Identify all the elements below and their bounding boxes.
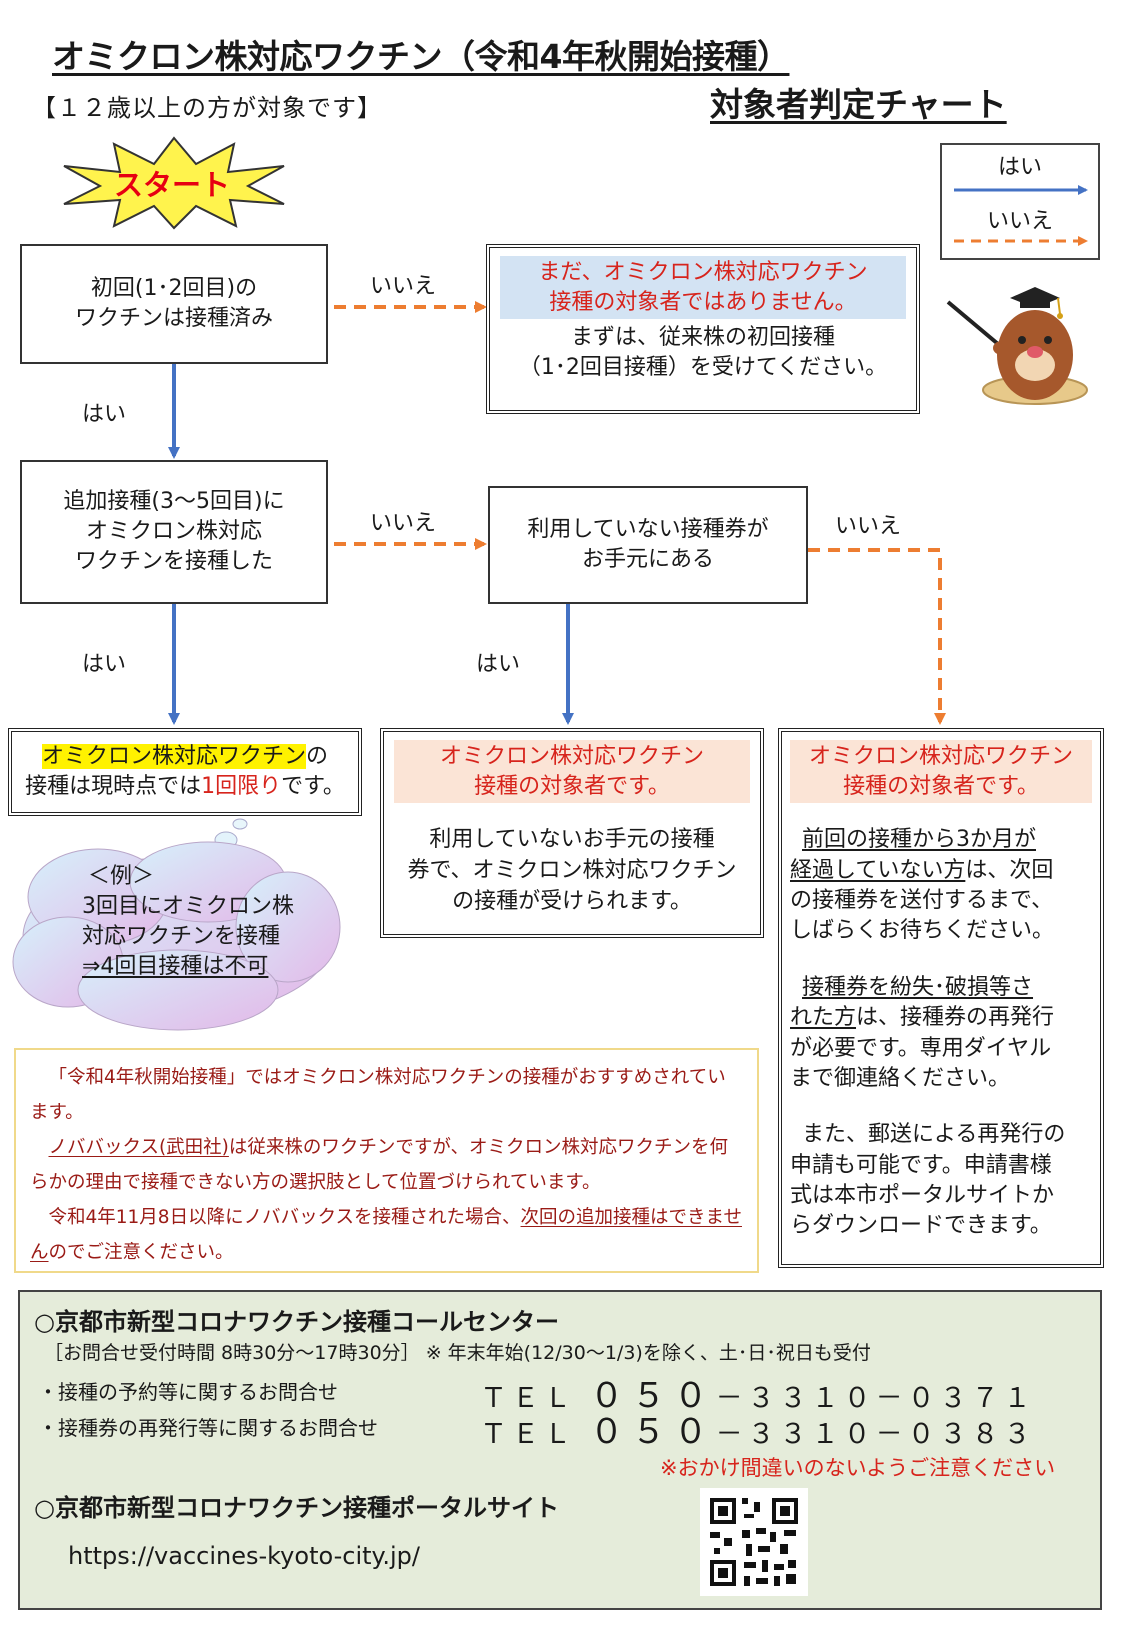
start-burst-icon	[63, 136, 285, 230]
example-text: ＜例＞ 3回目にオミクロン株 対応ワクチンを接種 ⇒4回目接種は不可	[82, 862, 294, 982]
tel1-area: ０５０	[589, 1376, 716, 1416]
q3-line1: 利用していない接種券が	[527, 517, 769, 543]
noticket-p1d: の接種券を送付するまで、	[790, 888, 1054, 914]
noticket-p1c: は、次回	[965, 857, 1054, 883]
example-line4: ⇒4回目接種は不可	[82, 954, 269, 979]
result-not-eligible: まだ、オミクロン株対応ワクチン 接種の対象者ではありません。 まずは、従来株の初…	[486, 244, 920, 414]
page-title: オミクロン株対応ワクチン（令和4年秋開始接種）	[52, 37, 790, 76]
notice-p2-text: は従来株のワクチンですが、オミクロン株対応ワクチンを何らかの理由で接種できない方…	[30, 1137, 729, 1193]
notice-p2-link: ノババックス(武田社)	[48, 1137, 229, 1158]
notice-p1: 「令和4年秋開始接種」ではオミクロン株対応ワクチンの接種がおすすめされています。	[30, 1067, 726, 1123]
noticket-p3a: また、郵送による再発行の	[802, 1122, 1066, 1148]
example-line2: 3回目にオミクロン株	[82, 894, 294, 919]
notice-p3: 令和4年11月8日以降にノババックスを接種された場合、次回の追加接種はできません…	[30, 1200, 743, 1270]
result-eligible-with-ticket: オミクロン株対応ワクチン 接種の対象者です。 利用していないお手元の接種 券で、…	[380, 728, 764, 938]
eligible-ticket-body3: の接種が受けられます。	[452, 888, 692, 914]
once-only-part5: です。	[281, 774, 345, 799]
contact-panel: ○京都市新型コロナワクチン接種コールセンター ［お問合せ受付時間 8時30分～1…	[18, 1290, 1102, 1610]
caution-text: ※おかけ間違いのないようご注意ください	[660, 1456, 1056, 1480]
notice-p3-c: のでご注意ください。	[48, 1242, 234, 1263]
reissue-inquiry-label: ・接種券の再発行等に関するお問合せ	[38, 1416, 378, 1440]
edge-label-q3-no: いいえ	[835, 514, 902, 539]
mole-mascot-icon	[946, 287, 1088, 405]
noticket-p1a: 前回の接種から3か月が	[802, 827, 1036, 853]
reissue-tel[interactable]: ＴＥＬ ０５０－３３１０－０３８３	[480, 1404, 1036, 1453]
q3-line2: お手元にある	[581, 547, 714, 572]
eligible-ticket-body1: 利用していないお手元の接種	[429, 827, 715, 853]
eligible-ticket-head1: オミクロン株対応ワクチン	[439, 744, 704, 769]
qr-code-icon[interactable]	[700, 1488, 808, 1596]
legend-arrows	[954, 185, 1088, 246]
tel2-area: ０５０	[589, 1412, 716, 1452]
call-center-hours: ［お問合せ受付時間 8時30分～17時30分］ ※ 年末年始(12/30～1/3…	[44, 1342, 871, 1364]
noticket-p3c: 式は本市ポータルサイトか	[790, 1182, 1055, 1208]
eligible-ticket-heading: オミクロン株対応ワクチン 接種の対象者です。	[394, 740, 750, 804]
start-label: スタート	[113, 168, 230, 202]
q2-line1: 追加接種(3～5回目)に	[63, 489, 285, 515]
result-eligible-no-ticket: オミクロン株対応ワクチン 接種の対象者です。 前回の接種から3か月が 経過してい…	[778, 728, 1104, 1268]
not-eligible-body1: まずは、従来株の初回接種	[570, 325, 835, 351]
noticket-p2a: 接種券を紛失･破損等さ	[802, 974, 1034, 1000]
edge-q3-no	[808, 548, 946, 725]
noticket-p2c: は、接種券の再発行	[856, 1005, 1055, 1031]
edge-label-q3-yes: はい	[476, 652, 521, 677]
portal-url-link[interactable]: https://vaccines-kyoto-city.jp/	[68, 1542, 420, 1570]
question-unused-ticket: 利用していない接種券が お手元にある	[488, 486, 808, 604]
eligible-noticket-para2: 接種券を紛失･破損等さ れた方は、接種券の再発行 が必要です。専用ダイヤル まで…	[790, 973, 1092, 1094]
q1-line2: ワクチンは接種済み	[74, 306, 273, 331]
eligible-ticket-body2: 券で、オミクロン株対応ワクチン	[407, 858, 737, 884]
edge-label-q2-no: いいえ	[370, 511, 437, 536]
eligible-noticket-head1: オミクロン株対応ワクチン	[808, 744, 1073, 769]
tel2-prefix: ＴＥＬ	[480, 1419, 576, 1450]
edge-label-q2-yes: はい	[82, 652, 127, 677]
question-booster-omicron: 追加接種(3～5回目)に オミクロン株対応 ワクチンを接種した	[20, 460, 328, 604]
q1-line1: 初回(1･2回目)の	[90, 276, 258, 302]
reservation-inquiry-label: ・接種の予約等に関するお問合せ	[38, 1380, 338, 1404]
example-line1: ＜例＞	[88, 864, 155, 889]
legend-no-label: いいえ	[986, 209, 1053, 234]
notice-box: 「令和4年秋開始接種」ではオミクロン株対応ワクチンの接種がおすすめされています。…	[14, 1048, 759, 1273]
noticket-p2e: まで御連絡ください。	[790, 1065, 1011, 1091]
eligible-noticket-heading: オミクロン株対応ワクチン 接種の対象者です。	[790, 740, 1092, 804]
once-only-part4: 1回限り	[201, 774, 282, 799]
eligible-noticket-para3: また、郵送による再発行の 申請も可能です。申請書様 式は本市ポータルサイトか ら…	[790, 1120, 1092, 1241]
tel1-number: －３３１０－０３７１	[715, 1383, 1036, 1414]
eligible-ticket-head2: 接種の対象者です。	[474, 773, 670, 799]
notice-p3-a: 令和4年11月8日以降にノババックスを接種された場合、	[48, 1207, 521, 1228]
noticket-p1b: 経過していない方	[790, 857, 966, 883]
target-note: 【１２歳以上の方が対象です】	[32, 94, 382, 122]
noticket-p3b: 申請も可能です。申請書様	[790, 1152, 1052, 1178]
portal-heading: ○京都市新型コロナワクチン接種ポータルサイト	[34, 1494, 559, 1522]
once-only-part3: 接種は現時点では	[25, 774, 202, 799]
noticket-p2d: が必要です。専用ダイヤル	[790, 1035, 1052, 1061]
question-initial-vaccination: 初回(1･2回目)の ワクチンは接種済み	[20, 244, 328, 364]
noticket-p3d: らダウンロードできます。	[790, 1213, 1052, 1239]
tel1-prefix: ＴＥＬ	[480, 1383, 576, 1414]
noticket-p2b: れた方	[790, 1005, 857, 1031]
example-line3: 対応ワクチンを接種	[82, 924, 281, 949]
tel2-number: －３３１０－０３８３	[715, 1419, 1036, 1450]
eligible-noticket-para1: 前回の接種から3か月が 経過していない方は、次回 の接種券を送付するまで、 しば…	[790, 825, 1092, 946]
legend-yes-label: はい	[997, 155, 1042, 180]
edge-label-q1-yes: はい	[82, 402, 127, 427]
reservation-tel[interactable]: ＴＥＬ ０５０－３３１０－０３７１	[480, 1368, 1036, 1417]
notice-p3-b: 次回の追加接種はできません	[30, 1207, 742, 1263]
not-eligible-body2: （1･2回目接種）を受けてください。	[518, 355, 888, 381]
q2-line3: ワクチンを接種した	[74, 548, 273, 574]
eligible-noticket-head2: 接種の対象者です。	[843, 773, 1039, 799]
call-center-heading: ○京都市新型コロナワクチン接種コールセンター	[34, 1308, 559, 1336]
notice-p2: ノババックス(武田社)は従来株のワクチンですが、オミクロン株対応ワクチンを何らか…	[30, 1130, 743, 1200]
not-eligible-heading: まだ、オミクロン株対応ワクチン 接種の対象者ではありません。	[500, 256, 906, 320]
example-cloud-icon	[12, 818, 341, 1031]
q2-line2: オミクロン株対応	[85, 519, 262, 545]
once-only-part1: オミクロン株対応ワクチン	[41, 744, 306, 770]
not-eligible-head1: まだ、オミクロン株対応ワクチン	[538, 260, 868, 285]
noticket-p1e: しばらくお待ちください。	[790, 918, 1055, 944]
not-eligible-head2: 接種の対象者ではありません。	[549, 289, 857, 315]
edge-label-q1-no: いいえ	[370, 274, 437, 299]
page-subtitle: 対象者判定チャート	[710, 85, 1007, 124]
result-once-only: オミクロン株対応ワクチンの 接種は現時点では1回限りです。	[8, 728, 362, 816]
once-only-part2: の	[305, 744, 328, 770]
